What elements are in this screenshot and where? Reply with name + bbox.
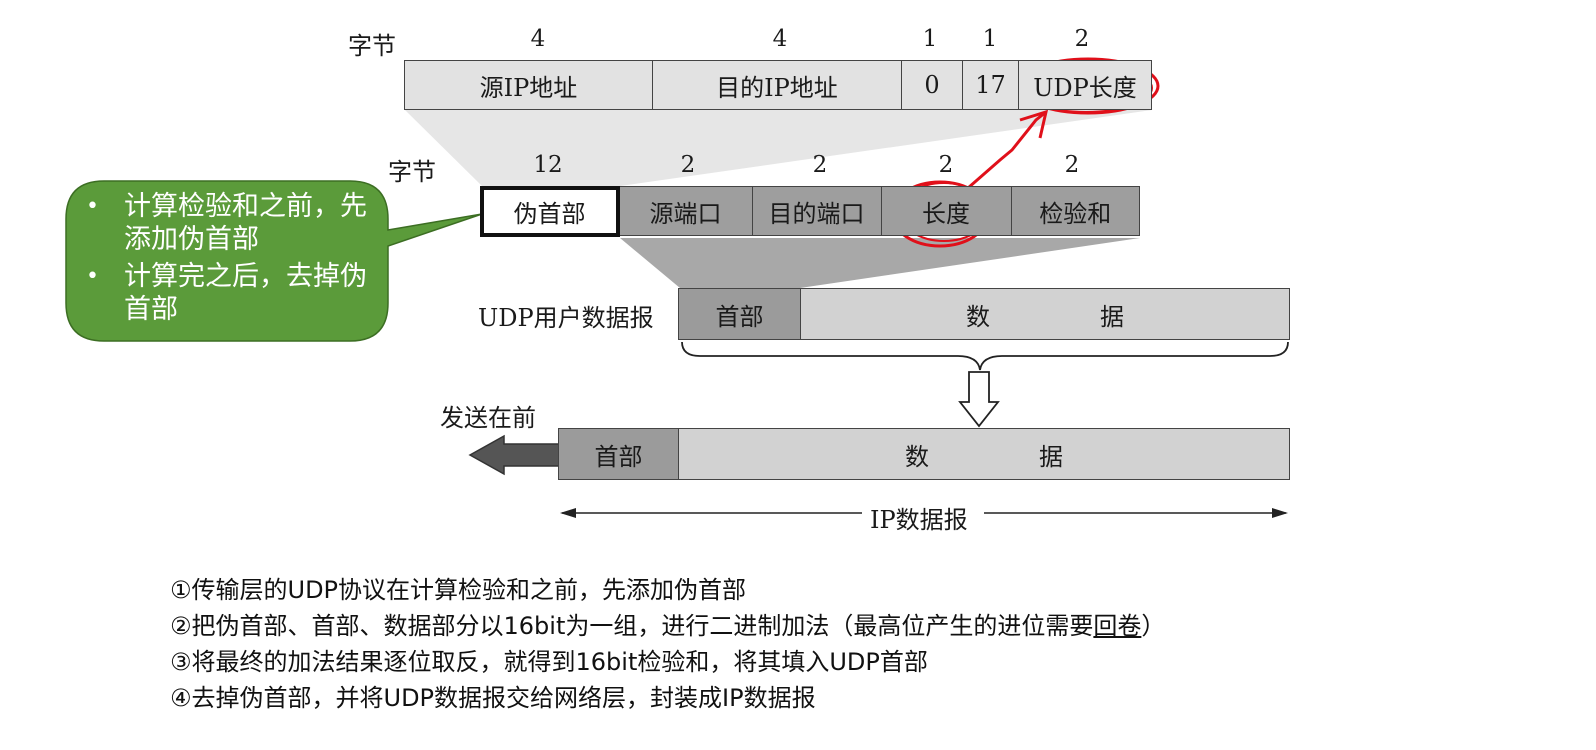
ip-datagram-header: 首部 <box>559 429 679 479</box>
field-udp-length: UDP长度 <box>1033 73 1137 102</box>
field-pseudo-header: 伪首部 <box>479 185 620 237</box>
note-line-3: ③将最终的加法结果逐位取反，就得到16bit检验和，将其填入UDP首部 <box>170 648 928 676</box>
ip-datagram-bar: 首部 数 据 <box>558 428 1290 480</box>
byte-size-src-port: 2 <box>680 152 696 178</box>
note-line-2-post: ） <box>1141 612 1166 640</box>
notes: ①传输层的UDP协议在计算检验和之前，先添加伪首部 ②把伪首部、首部、数据部分以… <box>170 572 1165 716</box>
field-src-port: 源端口 <box>620 187 753 235</box>
note-line-2: ②把伪首部、首部、数据部分以16bit为一组，进行二进制加法（最高位产生的进位需… <box>170 608 1165 644</box>
note-line-4: ④去掉伪首部，并将UDP数据报交给网络层，封装成IP数据报 <box>170 684 816 712</box>
byte-size-zero: 1 <box>922 26 938 52</box>
span-arrowhead-left <box>560 508 576 518</box>
udp-datagram-label: UDP用户数据报 <box>478 304 654 332</box>
field-dst-port: 目的端口 <box>753 187 882 235</box>
send-first-label: 发送在前 <box>440 404 536 432</box>
udp-header-row: 伪首部 源端口 目的端口 长度 检验和 <box>479 185 1140 237</box>
byte-size-checksum: 2 <box>1064 152 1080 178</box>
ip-datagram-data: 数 据 <box>679 429 1289 479</box>
ip-data-char-1: 数 <box>905 442 929 471</box>
field-checksum: 检验和 <box>1039 199 1112 228</box>
byte-size-length: 2 <box>938 152 954 178</box>
callout-text: 计算检验和之前，先添加伪首部 计算完之后，去掉伪首部 <box>82 190 382 330</box>
field-length: 长度 <box>882 187 1012 235</box>
udp-datagram-data: 数 据 <box>801 289 1289 339</box>
ip-data-char-2: 据 <box>1039 442 1063 471</box>
left-arrow-icon <box>468 434 561 476</box>
note-line-2-pre: ②把伪首部、首部、数据部分以16bit为一组，进行二进制加法（最高位产生的进位需… <box>170 612 1094 640</box>
bytes-label-top: 字节 <box>348 32 396 60</box>
callout-item-1: 计算检验和之前，先添加伪首部 <box>82 190 382 256</box>
udp-data-char-2: 据 <box>1100 302 1124 331</box>
udp-datagram-bar: 首部 数 据 <box>678 288 1290 340</box>
byte-size-dst-ip: 4 <box>772 26 788 52</box>
field-src-ip: 源IP地址 <box>405 61 653 109</box>
pseudo-header-projection <box>405 110 1152 186</box>
down-arrow-icon <box>958 371 1000 428</box>
udp-data-char-1: 数 <box>966 302 990 331</box>
span-arrowhead-right <box>1272 508 1288 518</box>
field-dst-ip: 目的IP地址 <box>653 61 902 109</box>
byte-size-src-ip: 4 <box>530 26 546 52</box>
red-connector-line <box>967 110 1047 190</box>
field-zero: 0 <box>902 61 963 109</box>
udp-header-projection <box>620 238 1140 288</box>
byte-size-udp-length: 2 <box>1074 26 1090 52</box>
ip-datagram-span-label: IP数据报 <box>870 506 968 534</box>
field-protocol: 17 <box>963 61 1019 109</box>
note-line-1: ①传输层的UDP协议在计算检验和之前，先添加伪首部 <box>170 576 747 604</box>
byte-size-dst-port: 2 <box>812 152 828 178</box>
callout-item-2: 计算完之后，去掉伪首部 <box>82 260 382 326</box>
note-line-2-underlined: 回卷 <box>1093 612 1142 640</box>
udp-datagram-header: 首部 <box>679 289 801 339</box>
brace <box>681 341 1289 371</box>
byte-size-pseudo-header: 12 <box>533 152 563 178</box>
byte-size-protocol: 1 <box>982 26 998 52</box>
pseudo-header-row: 源IP地址 目的IP地址 0 17 UDP长度 <box>404 60 1152 110</box>
bytes-label-middle: 字节 <box>388 158 436 186</box>
red-arrowhead-icon <box>1019 109 1049 139</box>
